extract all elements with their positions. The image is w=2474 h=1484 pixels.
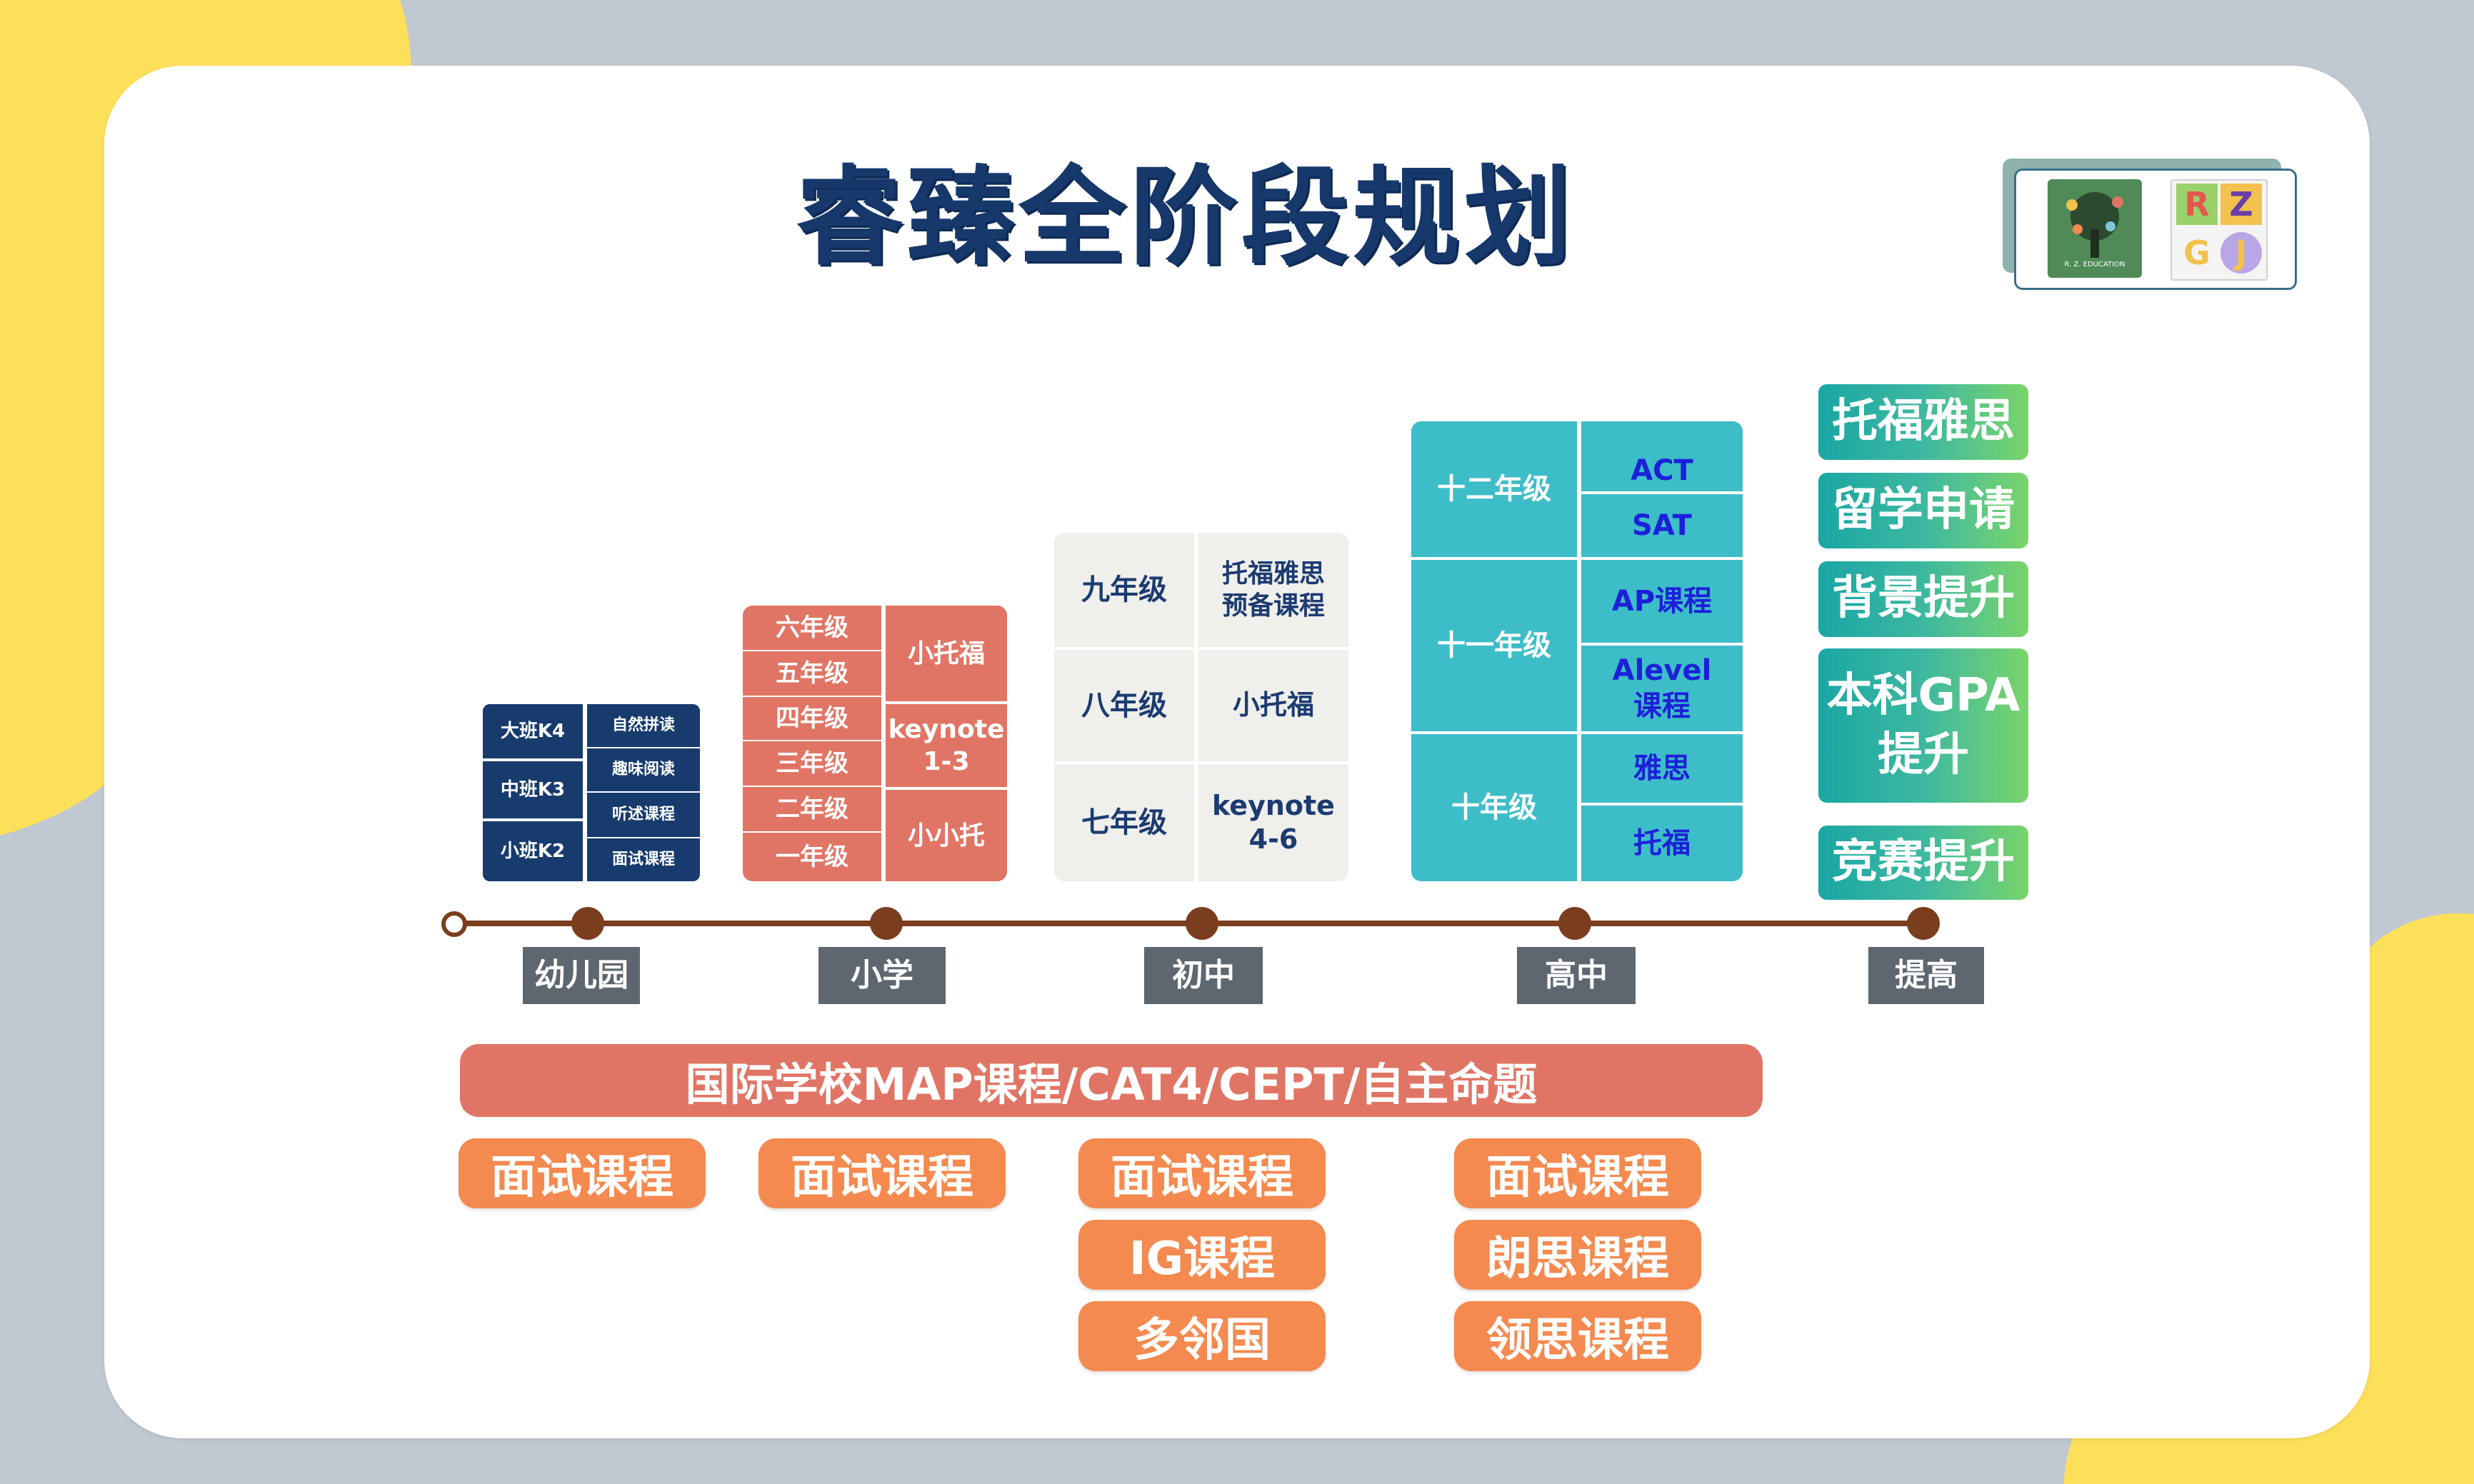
kg-interview-course: 面试课程 — [459, 1138, 706, 1208]
logo-box: R. Z. EDUCATION R Z G J — [2014, 169, 2297, 290]
high-course-ap: AP课程 — [1581, 560, 1743, 643]
primary-course-tiny-toefl: 小小托 — [886, 790, 1007, 881]
middle-grade-7: 七年级 — [1054, 764, 1194, 881]
primary-grade-4: 四年级 — [743, 697, 881, 740]
logo-letter-r: R — [2176, 184, 2218, 225]
high-course-sat: SAT — [1581, 494, 1743, 557]
middle-duolingo: 多邻国 — [1078, 1301, 1326, 1371]
middle-block: 九年级 八年级 七年级 托福雅思 预备课程 小托福 keynote 4-6 — [1054, 533, 1348, 881]
advance-background: 背景提升 — [1818, 561, 2028, 637]
advance-competition: 竞赛提升 — [1818, 826, 2028, 900]
middle-course-keynote: keynote 4-6 — [1198, 764, 1348, 881]
kg-grade-k3: 中班K3 — [483, 761, 583, 818]
high-course-toefl: 托福 — [1581, 806, 1743, 881]
high-course-alevel: Alevel 课程 — [1581, 646, 1743, 731]
advance-toefl-ielts: 托福雅思 — [1818, 384, 2028, 460]
primary-grade-6: 六年级 — [743, 606, 881, 650]
middle-grade-8: 八年级 — [1054, 650, 1194, 761]
logo-letter-g: G — [2176, 232, 2218, 274]
advance-study-abroad: 留学申请 — [1818, 473, 2028, 548]
stage-kindergarten: 幼儿园 — [523, 947, 640, 1004]
kg-grade-k4: 大班K4 — [483, 704, 583, 758]
logo-letter-j: J — [2220, 232, 2262, 274]
high-block: 十二年级 十一年级 十年级 ACT SAT AP课程 Alevel 课程 雅思 … — [1411, 421, 1743, 881]
kg-course-listening: 听述课程 — [587, 793, 700, 837]
high-course-act: ACT — [1581, 421, 1743, 491]
middle-ig-course: IG课程 — [1078, 1220, 1326, 1290]
stage-middle: 初中 — [1144, 947, 1263, 1004]
high-grade-10: 十年级 — [1411, 734, 1577, 881]
primary-grade-1: 一年级 — [743, 833, 881, 881]
timeline-dot-high — [1558, 907, 1591, 940]
middle-course-small-toefl: 小托福 — [1198, 650, 1348, 761]
stage-high: 高中 — [1517, 947, 1636, 1004]
primary-grade-3: 三年级 — [743, 741, 881, 786]
high-interview-course: 面试课程 — [1454, 1138, 1701, 1208]
logo-letter-z: Z — [2220, 184, 2262, 225]
timeline-dot-kindergarten — [571, 907, 604, 940]
high-linguaskill-course: 朗思课程 — [1454, 1220, 1701, 1290]
timeline-dot-primary — [870, 907, 903, 940]
page-title: 睿臻全阶段规划 — [795, 156, 1576, 280]
timeline-dot-middle — [1186, 907, 1218, 940]
kindergarten-block: 大班K4 中班K3 小班K2 自然拼读 趣味阅读 听述课程 面试课程 — [483, 704, 700, 881]
stage-advance: 提高 — [1868, 947, 1984, 1004]
primary-grade-5: 五年级 — [743, 651, 881, 696]
advance-gpa: 本科GPA 提升 — [1818, 648, 2028, 803]
middle-interview-course: 面试课程 — [1078, 1138, 1326, 1208]
timeline-start — [441, 911, 467, 937]
high-lingsi-course: 领思课程 — [1454, 1301, 1701, 1371]
kg-grade-k2: 小班K2 — [483, 821, 583, 881]
high-grade-11: 十一年级 — [1411, 560, 1577, 731]
rzgj-logo-icon: R Z G J — [2170, 179, 2268, 281]
kg-course-interview: 面试课程 — [587, 838, 700, 881]
kg-course-reading: 趣味阅读 — [587, 748, 700, 791]
primary-grade-2: 二年级 — [743, 787, 881, 831]
primary-course-small-toefl: 小托福 — [886, 606, 1007, 701]
high-grade-12: 十二年级 — [1411, 421, 1577, 557]
primary-block: 六年级 五年级 四年级 三年级 二年级 一年级 小托福 keynote 1-3 … — [743, 606, 1007, 881]
kg-course-phonics: 自然拼读 — [587, 704, 700, 747]
primary-course-keynote: keynote 1-3 — [886, 704, 1007, 787]
international-school-banner: 国际学校MAP课程/CAT4/CEPT/自主命题 — [460, 1044, 1763, 1117]
middle-course-toefl-ielts-prep: 托福雅思 预备课程 — [1198, 533, 1348, 647]
middle-grade-9: 九年级 — [1054, 533, 1194, 647]
high-course-ielts: 雅思 — [1581, 734, 1743, 803]
primary-interview-course: 面试课程 — [758, 1138, 1006, 1208]
logo-caption: R. Z. EDUCATION — [2064, 261, 2125, 269]
stage-primary: 小学 — [818, 947, 946, 1004]
timeline-dot-advance — [1907, 907, 1940, 940]
tree-logo-icon: R. Z. EDUCATION — [2048, 179, 2142, 278]
